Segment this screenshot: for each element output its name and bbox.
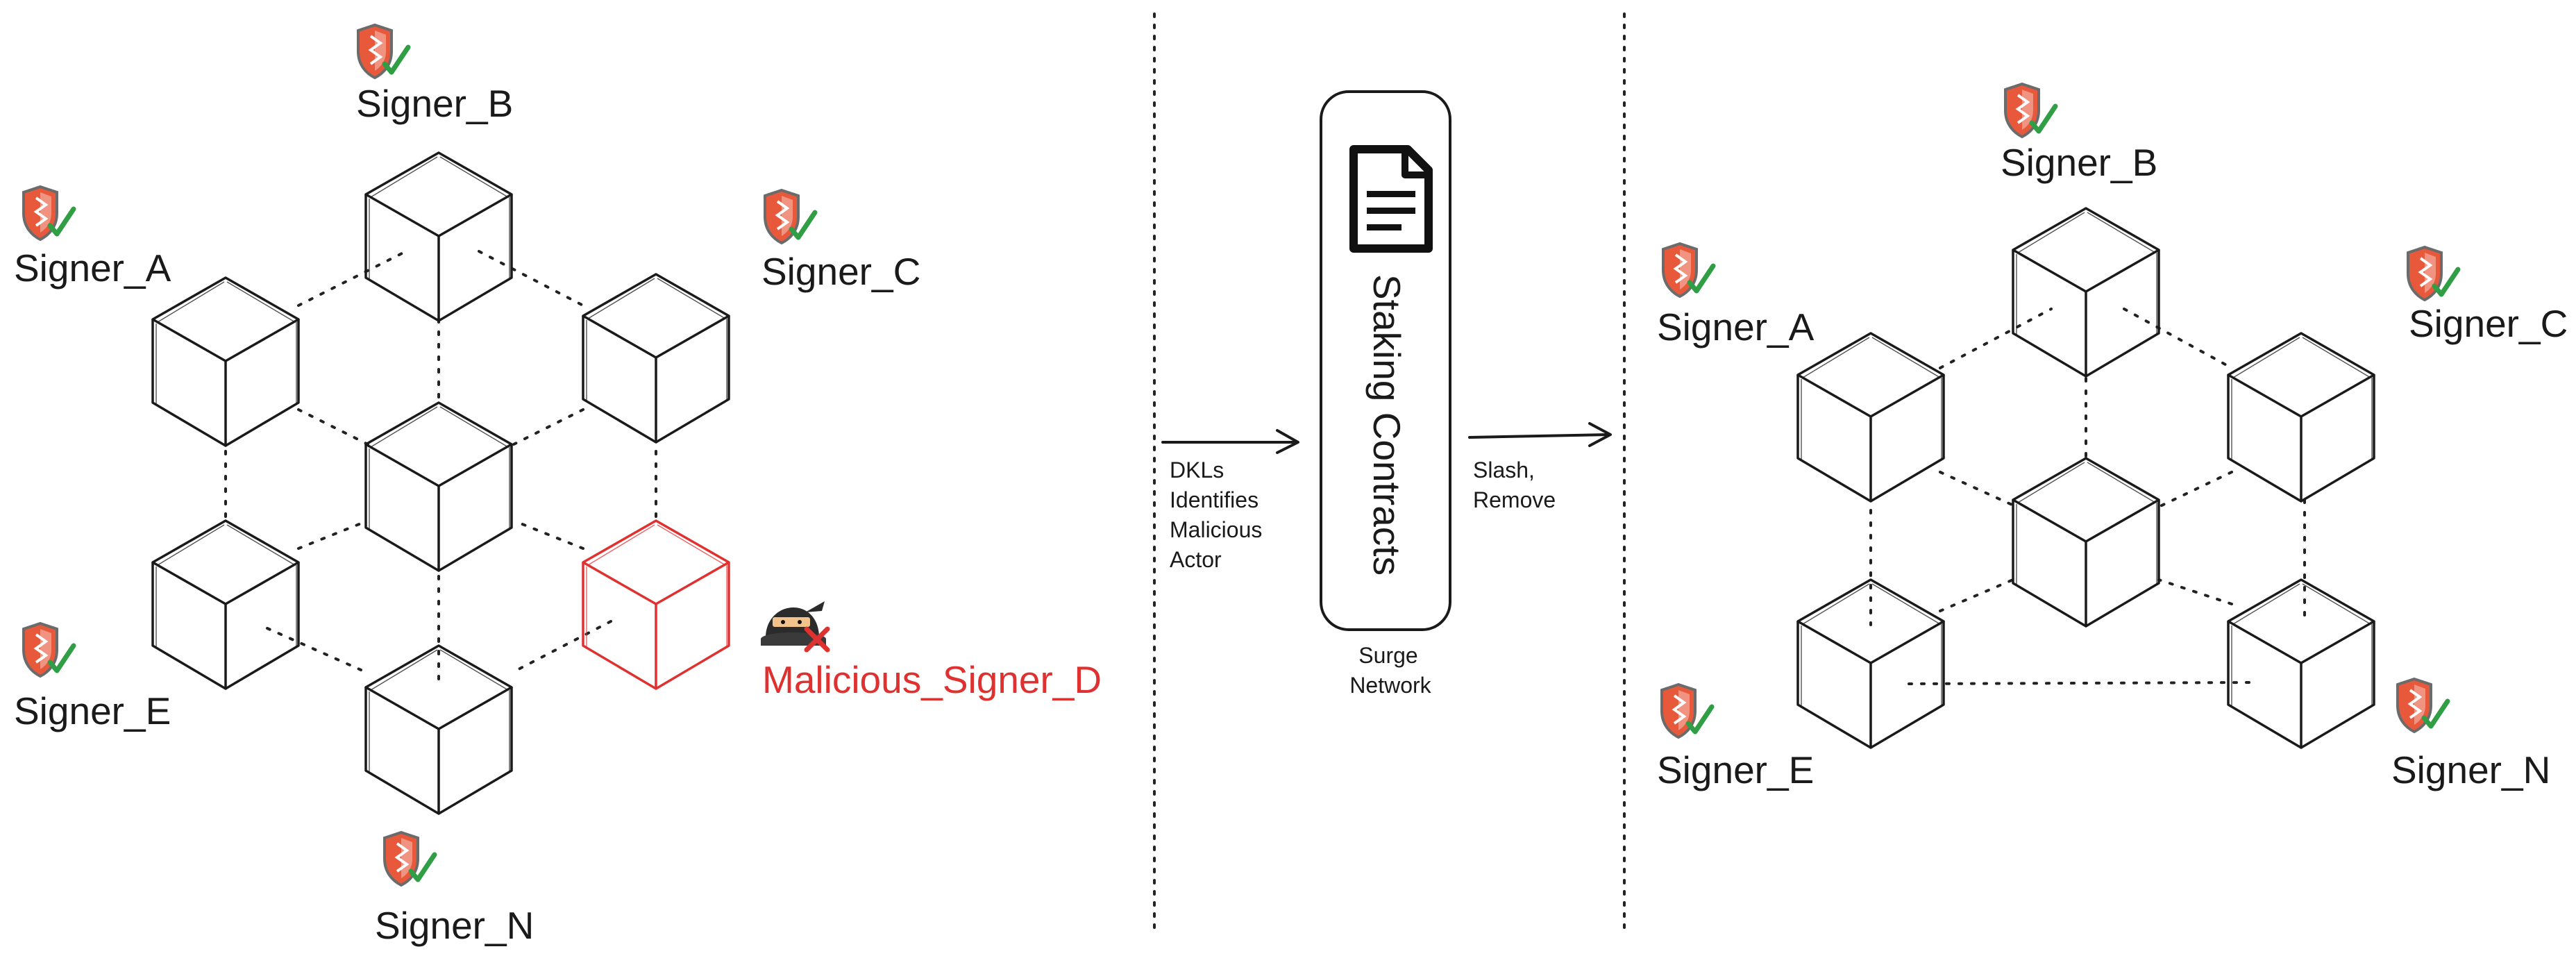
step1-line-2: Identifies xyxy=(1170,487,1258,512)
signer-a-label: Signer_A xyxy=(1657,305,1815,349)
cube-signer-n xyxy=(364,644,513,815)
contract-box xyxy=(1320,90,1451,631)
left-network: Signer_B Signer_A Signer_C Signer_E Sign… xyxy=(14,25,1102,947)
step1-line-1: DKLs xyxy=(1170,458,1224,482)
shield-check-icon xyxy=(2398,679,2448,732)
flow-step-2: Slash, Remove xyxy=(1468,422,1612,512)
signer-e-label: Signer_E xyxy=(1657,748,1814,791)
document-icon xyxy=(1349,145,1433,253)
cube-signer-b xyxy=(2012,207,2160,378)
left-connections xyxy=(224,250,657,689)
shield-check-icon xyxy=(358,25,408,78)
cube-center xyxy=(364,401,513,572)
step1-line-3: Malicious xyxy=(1170,517,1262,542)
signer-n-label: Signer_N xyxy=(375,904,534,947)
step2-line-1: Slash, xyxy=(1473,458,1535,482)
contract-caption-line-2: Network xyxy=(1349,673,1431,698)
shield-check-icon xyxy=(2005,84,2055,137)
shield-check-icon xyxy=(2408,247,2458,300)
staking-contract: Staking Contracts Surge Network xyxy=(1320,90,1451,698)
signer-b-label: Signer_B xyxy=(2001,141,2157,184)
arrow-to-network xyxy=(1468,422,1612,447)
signer-c-label: Signer_C xyxy=(2409,302,2568,345)
cube-signer-a xyxy=(1796,332,1945,503)
cube-signer-e xyxy=(151,519,300,690)
malicious-signer-label: Malicious_Signer_D xyxy=(762,658,1102,701)
ninja-icon xyxy=(761,601,830,653)
cube-signer-c xyxy=(582,273,730,444)
signer-n-label: Signer_N xyxy=(2391,748,2550,791)
shield-check-icon xyxy=(24,623,74,676)
cube-signer-e xyxy=(1796,578,1945,749)
cube-signer-c xyxy=(2227,332,2375,503)
signer-c-label: Signer_C xyxy=(761,250,920,293)
right-network: Signer_B Signer_A Signer_C Signer_E Sign… xyxy=(1657,84,2568,791)
right-connections xyxy=(1869,308,2306,685)
cube-center xyxy=(2012,457,2160,628)
shield-check-icon xyxy=(385,832,435,885)
cube-signer-n xyxy=(2227,578,2375,749)
signer-e-label: Signer_E xyxy=(14,689,171,732)
signer-a-label: Signer_A xyxy=(14,246,171,290)
shield-check-icon xyxy=(24,187,74,240)
step1-line-4: Actor xyxy=(1170,547,1222,572)
step2-line-2: Remove xyxy=(1473,487,1556,512)
cube-signer-a xyxy=(151,276,300,447)
flow-step-1: DKLs Identifies Malicious Actor xyxy=(1161,429,1299,572)
contract-title: Staking Contracts xyxy=(1365,274,1408,576)
cube-malicious-d xyxy=(582,519,730,690)
contract-caption-line-1: Surge xyxy=(1358,643,1417,668)
shield-check-icon xyxy=(765,190,815,243)
signer-b-label: Signer_B xyxy=(356,82,513,125)
cube-signer-b xyxy=(364,151,513,322)
arrow-to-contract xyxy=(1161,429,1299,454)
shield-check-icon xyxy=(1663,244,1713,296)
shield-check-icon xyxy=(1662,685,1712,737)
